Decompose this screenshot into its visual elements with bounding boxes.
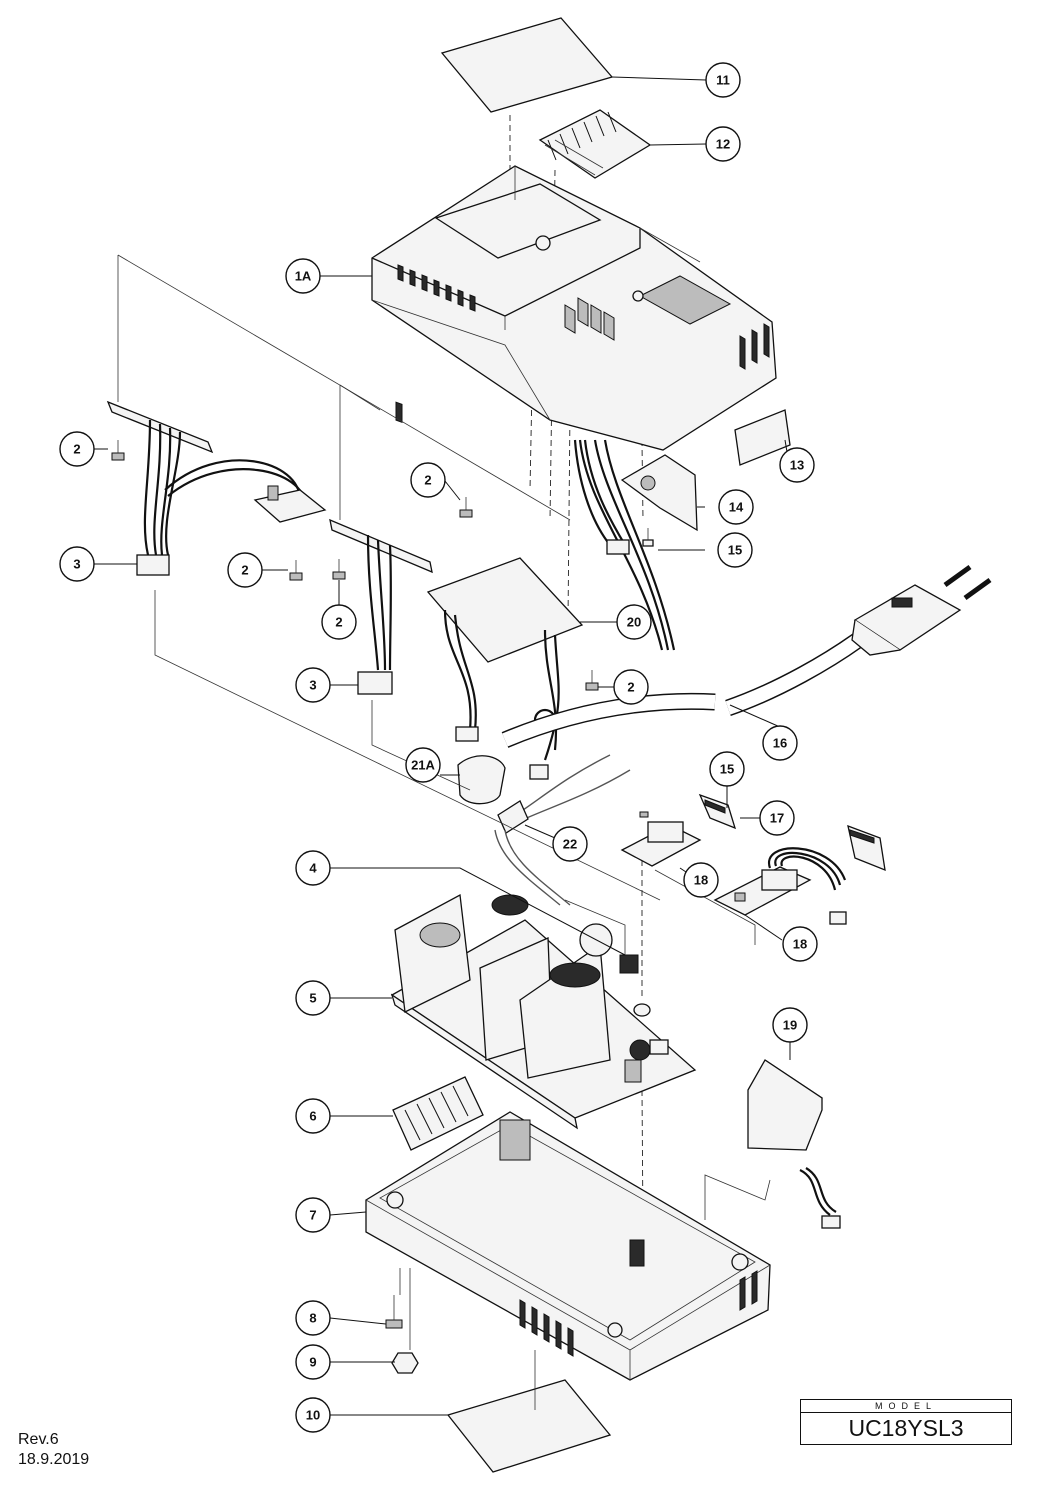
svg-text:9: 9 [309,1355,316,1370]
svg-text:18: 18 [793,937,807,952]
part-19-fan [747,1059,841,1229]
svg-text:12: 12 [716,137,730,152]
dash-line-d [567,409,571,621]
part-7-lower-housing [365,1111,771,1381]
part-18-small-board-upper [620,811,702,867]
revision-label: Rev.6 [18,1431,59,1448]
svg-text:4: 4 [309,861,317,876]
callout-10: 10 [295,1397,331,1433]
svg-text:18: 18 [694,873,708,888]
callout-3-b: 3 [295,667,331,703]
svg-text:5: 5 [309,991,316,1006]
svg-text:2: 2 [73,442,80,457]
led-board-harness-left [106,400,327,576]
callout-21A: 21A [405,747,441,783]
part-1A-upper-housing [371,165,777,451]
callout-13: 13 [779,447,815,483]
callout-22: 22 [552,826,588,862]
svg-text:20: 20 [627,615,641,630]
callout-2-c: 2 [227,552,263,588]
svg-text:15: 15 [720,762,734,777]
part-8-screw [385,1295,403,1329]
callout-16: 16 [762,725,798,761]
led-board-harness-right [329,518,433,695]
svg-text:19: 19 [783,1018,797,1033]
svg-text:1A: 1A [295,269,312,284]
dash-line-g [641,1089,644,1231]
part-13-label [734,409,791,466]
callout-2-e: 2 [613,669,649,705]
callout-6: 6 [295,1098,331,1134]
callout-1A: 1A [285,258,321,294]
part-2-screw-d [332,559,346,580]
model-label: MODEL [801,1400,1011,1413]
housing-wire-bundle [573,439,676,651]
callout-18-a: 18 [683,862,719,898]
callout-19: 19 [772,1007,808,1043]
model-box: MODEL UC18YSL3 [800,1399,1012,1445]
svg-text:10: 10 [306,1408,320,1423]
callout-15-top: 15 [717,532,753,568]
part-6-vent-insert [392,1076,484,1151]
callout-9: 9 [295,1344,331,1380]
callout-3-a: 3 [59,546,95,582]
callout-2-b: 2 [410,462,446,498]
svg-text:16: 16 [773,736,787,751]
svg-text:3: 3 [73,557,80,572]
part-17-connector-upper [698,793,737,830]
callout-20: 20 [616,604,652,640]
svg-text:8: 8 [309,1311,316,1326]
callout-8: 8 [295,1300,331,1336]
part-12-terminal-cover [538,109,652,179]
revision-date: 18.9.2019 [18,1451,90,1468]
callout-17: 17 [759,800,795,836]
part-2-screw-c [289,560,303,581]
part-2-screw-b [459,497,473,518]
svg-text:14: 14 [729,500,744,515]
svg-text:6: 6 [309,1109,316,1124]
part-18-small-board-lower [713,824,886,925]
callout-18-b: 18 [782,926,818,962]
part-2-screw-e [585,670,599,691]
assembly-guide-lines [117,254,771,1410]
callout-14: 14 [718,489,754,525]
leader-lines [94,76,791,1416]
svg-text:2: 2 [627,680,634,695]
callout-4: 4 [295,850,331,886]
svg-text:21A: 21A [411,758,435,773]
callout-2-a: 2 [59,431,95,467]
svg-text:3: 3 [309,678,316,693]
model-value: UC18YSL3 [848,1415,964,1441]
part-11-label-sheet [440,17,614,113]
part-20-control-board [426,557,584,780]
part-21A-sleeve [457,755,506,805]
svg-text:17: 17 [770,811,784,826]
callout-11: 11 [705,62,741,98]
svg-text:11: 11 [716,73,730,88]
part-10-bottom-sheet [446,1379,612,1473]
callout-7: 7 [295,1197,331,1233]
svg-text:2: 2 [241,563,248,578]
part-16-power-cord [501,564,992,748]
part-2-screw-a [111,440,125,461]
part-5-power-pcb [390,893,697,1130]
part-15-screw-top [642,528,654,547]
callout-2-d: 2 [321,604,357,640]
part-9-foot [391,1352,419,1374]
svg-text:2: 2 [335,615,342,630]
revision-info: Rev.6 18.9.2019 [18,1430,89,1470]
svg-text:13: 13 [790,458,804,473]
callout-5: 5 [295,980,331,1016]
svg-text:2: 2 [424,473,431,488]
svg-text:22: 22 [563,837,577,852]
callout-15-mid: 15 [709,751,745,787]
svg-text:7: 7 [309,1208,316,1223]
callout-12: 12 [705,126,741,162]
svg-text:15: 15 [728,543,742,558]
part-14-bracket [620,454,698,532]
